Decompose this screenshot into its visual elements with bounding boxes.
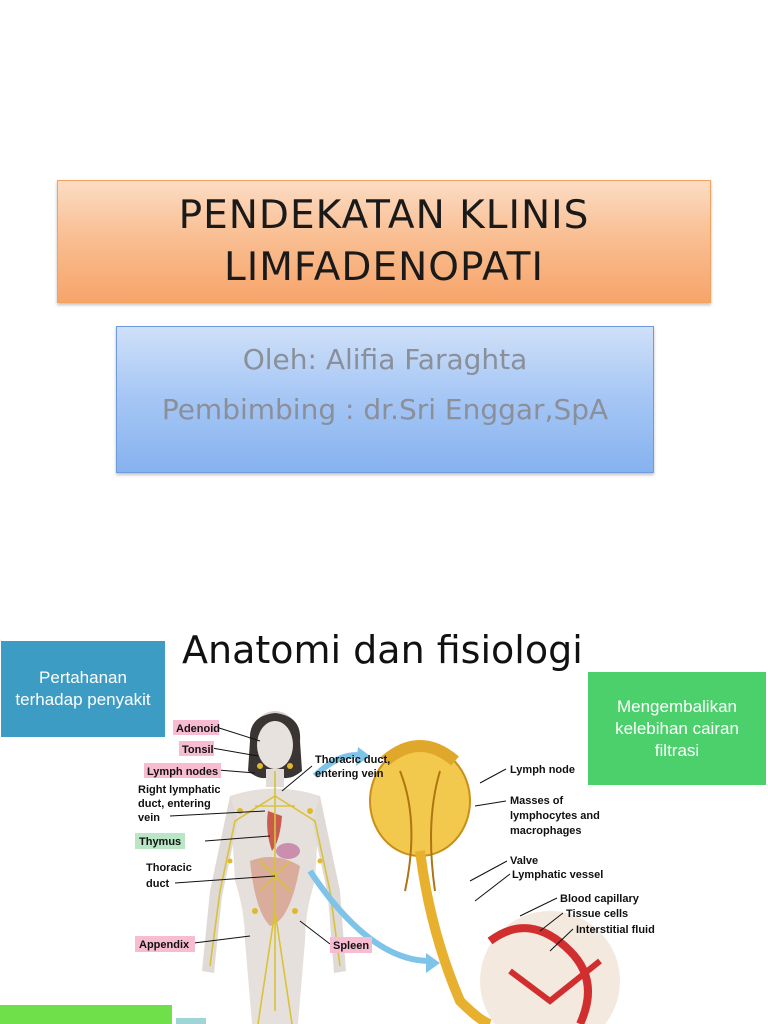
figure-leader-lines bbox=[169, 726, 574, 952]
label-masses-3: macrophages bbox=[510, 825, 582, 837]
defense-box: Pertahanan terhadap penyakit bbox=[1, 641, 165, 737]
label-appendix: Appendix bbox=[139, 939, 190, 951]
label-blood-capillary: Blood capillary bbox=[560, 893, 640, 905]
slide-title: Anatomi dan fisiologi bbox=[182, 628, 583, 672]
label-lymph-node: Lymph node bbox=[510, 764, 575, 776]
label-masses-2: lymphocytes and bbox=[510, 810, 600, 822]
label-tonsil: Tonsil bbox=[182, 744, 214, 756]
title-line-1: PENDEKATAN KLINIS bbox=[178, 192, 590, 238]
label-valve: Valve bbox=[510, 855, 538, 867]
label-thoracic-duct-entering-2: entering vein bbox=[315, 768, 384, 780]
anatomy-slide: Anatomi dan fisiologi Pertahanan terhada… bbox=[0, 576, 768, 1024]
label-lymph-nodes: Lymph nodes bbox=[147, 766, 218, 778]
label-masses-1: Masses of bbox=[510, 795, 564, 807]
label-thymus: Thymus bbox=[139, 836, 181, 848]
author-line: Oleh: Alifia Faraghta bbox=[242, 343, 528, 376]
label-right-lymphatic-duct-2: duct, entering bbox=[138, 798, 211, 810]
label-interstitial-fluid: Interstitial fluid bbox=[576, 924, 655, 936]
label-thoracic-duct-2: duct bbox=[146, 878, 170, 890]
human-body-illustration bbox=[202, 711, 346, 1024]
title-slide: PENDEKATAN KLINIS LIMFADENOPATI Oleh: Al… bbox=[57, 180, 711, 473]
fluid-return-box-text: Mengembalikan kelebihan cairan filtrasi bbox=[615, 696, 739, 760]
defense-box-text: Pertahanan terhadap penyakit bbox=[15, 668, 151, 709]
label-thoracic-duct-entering-1: Thoracic duct, bbox=[315, 754, 390, 766]
title-line-2: LIMFADENOPATI bbox=[224, 244, 544, 290]
label-thoracic-duct-1: Thoracic bbox=[146, 862, 192, 874]
lymphatic-system-figure: Adenoid Tonsil Lymph nodes Right lymphat… bbox=[135, 711, 655, 1024]
bottom-teal-shape bbox=[176, 1018, 206, 1024]
label-tissue-cells: Tissue cells bbox=[566, 908, 628, 920]
title-box: PENDEKATAN KLINIS LIMFADENOPATI bbox=[57, 180, 711, 303]
supervisor-line: Pembimbing : dr.Sri Enggar,SpA bbox=[161, 393, 609, 426]
label-highlights bbox=[135, 720, 372, 953]
figure-labels: Adenoid Tonsil Lymph nodes Right lymphat… bbox=[138, 723, 655, 952]
label-adenoid: Adenoid bbox=[176, 723, 220, 735]
fluid-return-box: Mengembalikan kelebihan cairan filtrasi bbox=[588, 672, 766, 785]
label-right-lymphatic-duct-1: Right lymphatic bbox=[138, 784, 221, 796]
bottom-left-box bbox=[0, 1005, 172, 1024]
label-right-lymphatic-duct-3: vein bbox=[138, 812, 160, 824]
label-lymphatic-vessel: Lymphatic vessel bbox=[512, 869, 603, 881]
label-spleen: Spleen bbox=[333, 940, 369, 952]
subtitle-box: Oleh: Alifia Faraghta Pembimbing : dr.Sr… bbox=[116, 326, 654, 473]
lymph-node-illustration bbox=[369, 740, 620, 1024]
